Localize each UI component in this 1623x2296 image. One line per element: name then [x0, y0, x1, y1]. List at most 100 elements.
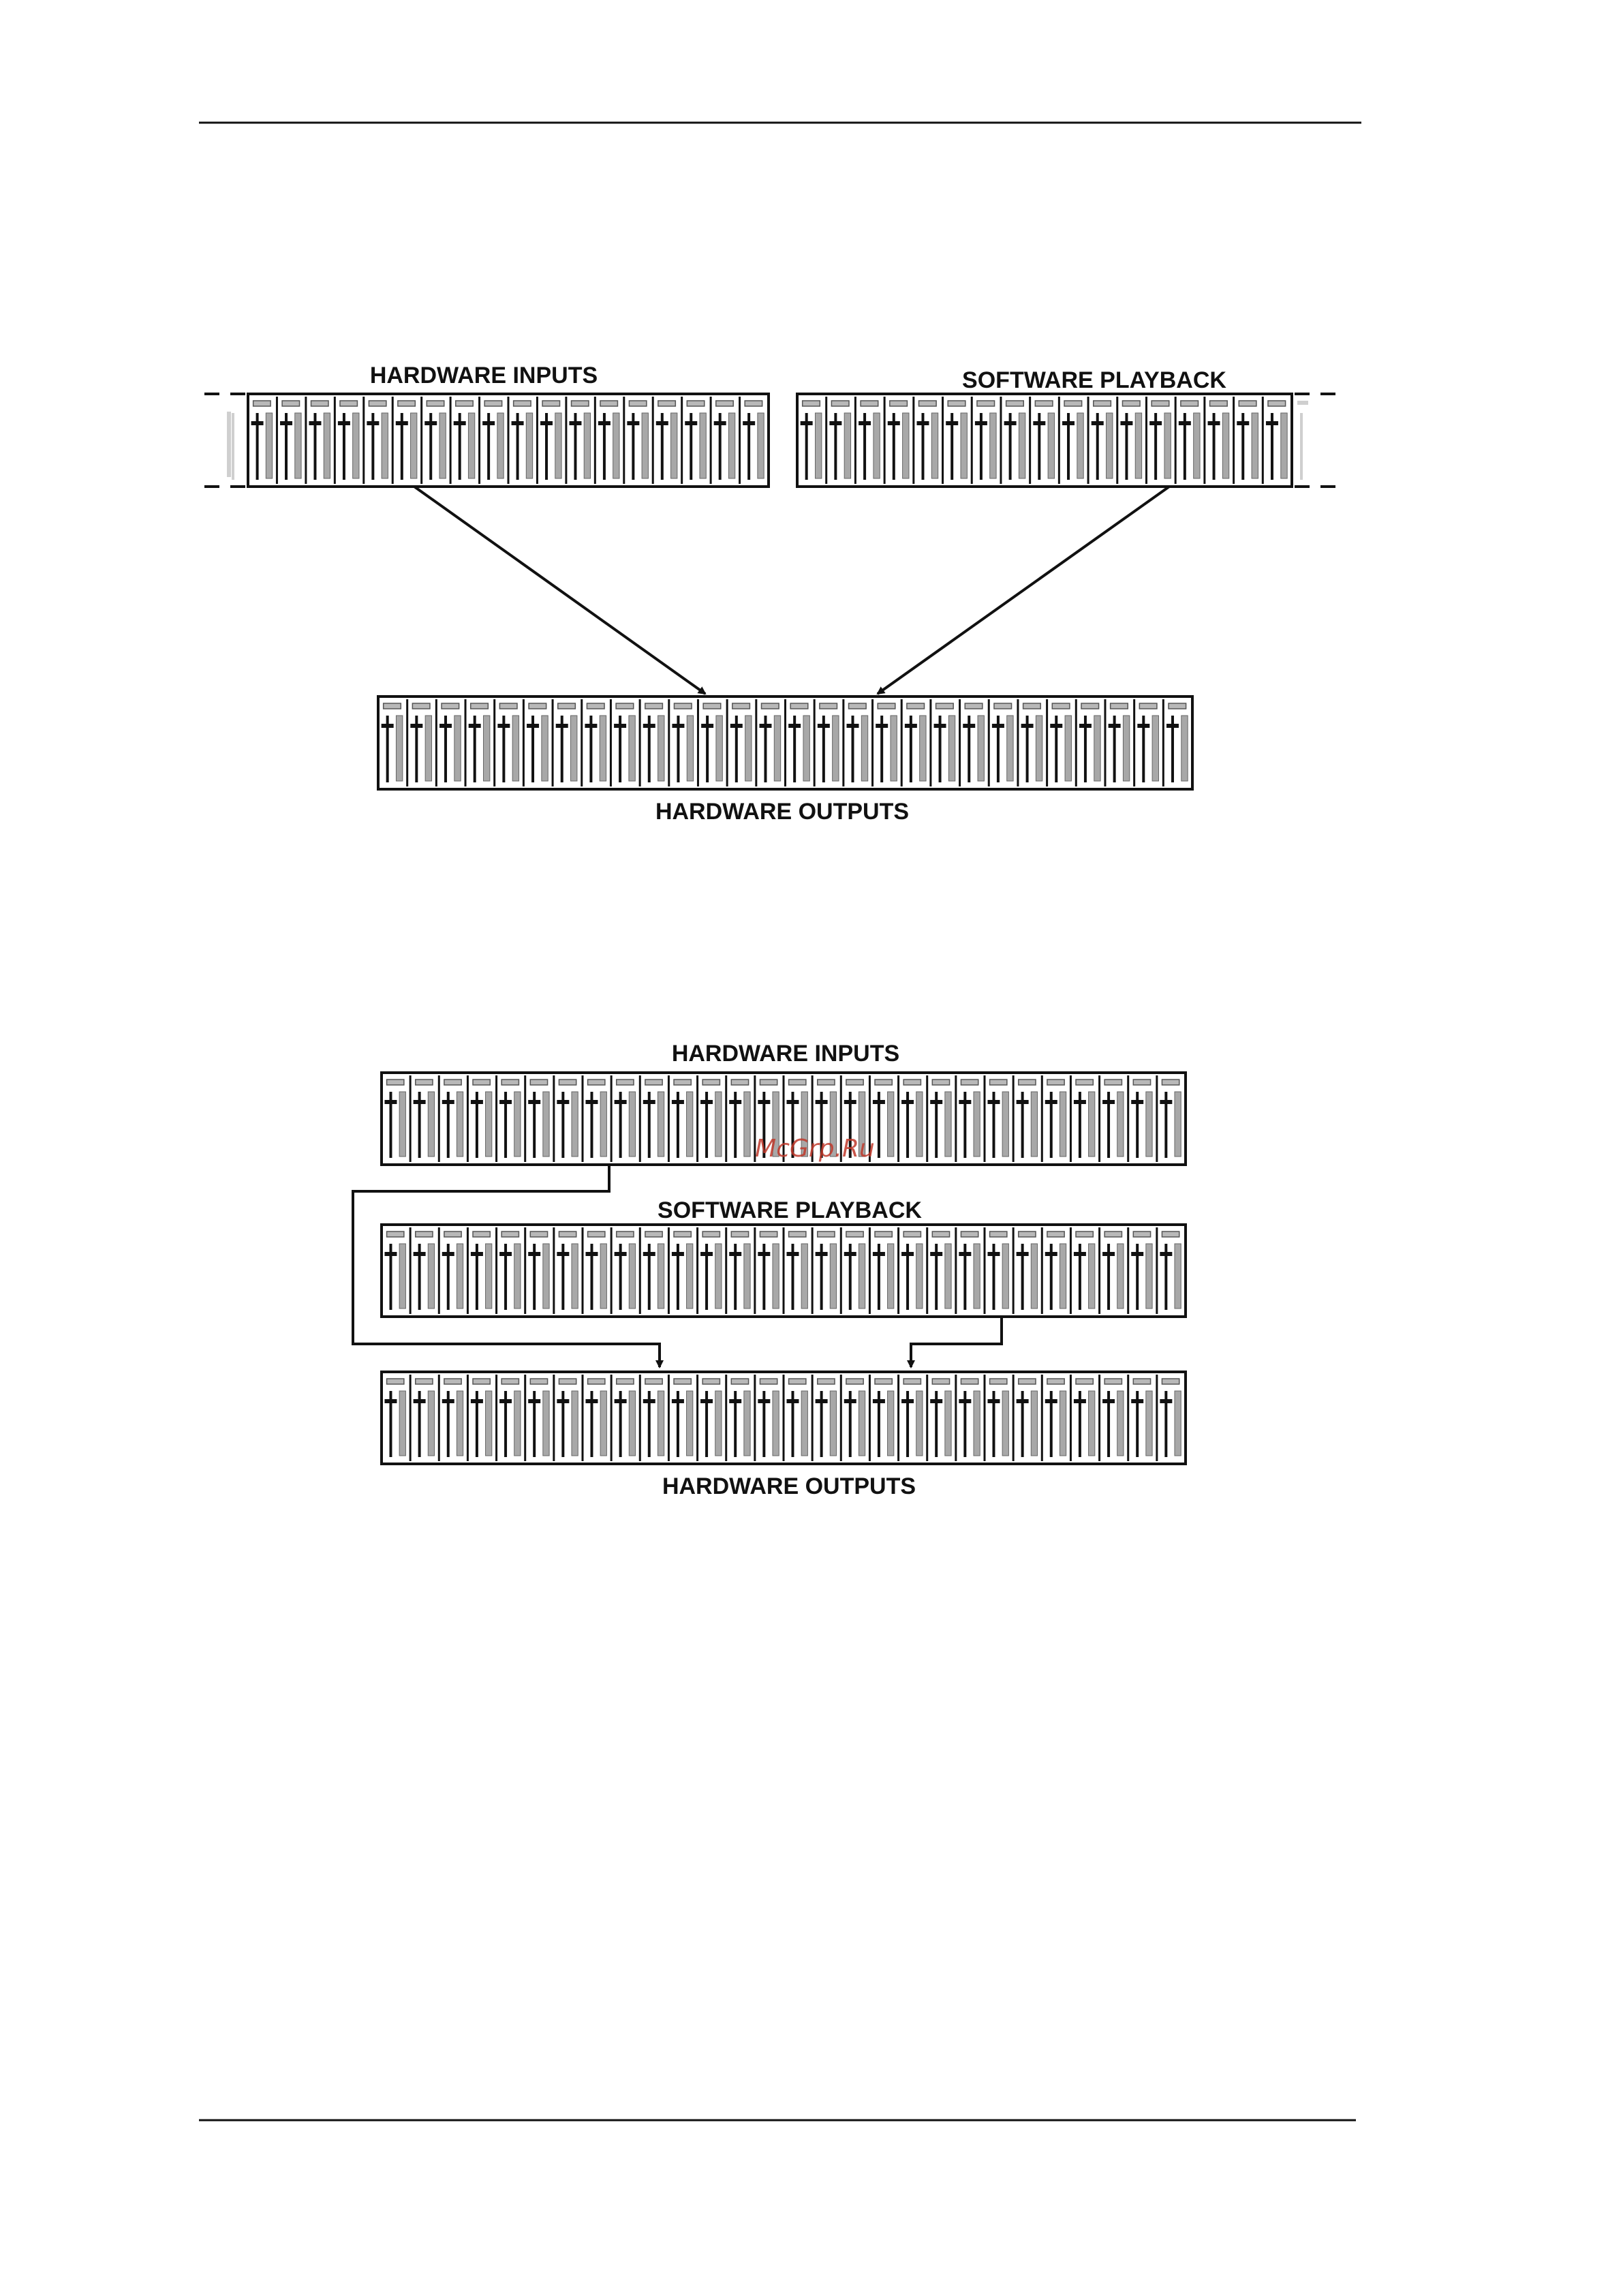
fader-knob	[384, 1252, 397, 1256]
fader-knob	[615, 1252, 627, 1256]
channel-led	[878, 703, 895, 709]
channel-led	[1104, 1231, 1122, 1237]
fader-channel	[480, 397, 504, 484]
fader-channel	[640, 699, 664, 786]
fader-channel	[1100, 1227, 1124, 1314]
fader-channel	[1117, 397, 1142, 484]
fader-channel	[841, 1375, 865, 1461]
channel-led	[716, 401, 733, 406]
channel-led	[903, 1379, 921, 1384]
channel-led	[1076, 1231, 1093, 1237]
channel-led	[936, 703, 954, 709]
fader-knob	[1045, 1100, 1057, 1104]
fader-knob	[540, 421, 553, 425]
level-meter	[700, 413, 706, 478]
level-meter	[801, 1391, 807, 1456]
channel-led	[760, 1231, 777, 1237]
channel-led	[919, 401, 937, 406]
fader-knob	[528, 1100, 540, 1104]
channel-led	[702, 1379, 720, 1384]
fader-channel	[525, 1075, 549, 1162]
level-meter	[1117, 1092, 1124, 1157]
level-meter	[1060, 1244, 1066, 1308]
routing-diagram-2: HARDWARE INPUTS SOFTWARE PLAYBACK HARDWA…	[353, 1041, 1186, 1499]
level-meter	[543, 1092, 549, 1157]
fader-channel	[844, 699, 868, 786]
fader-channel	[251, 401, 273, 480]
level-meter	[1175, 1391, 1181, 1456]
fader-channel	[841, 1227, 865, 1314]
level-meter	[1146, 1244, 1152, 1308]
channel-led	[588, 1080, 605, 1085]
fader-knob	[471, 1100, 483, 1104]
level-meter	[514, 1244, 521, 1308]
fader-knob	[959, 1252, 971, 1256]
fader-knob	[471, 1399, 483, 1403]
fader-channel	[943, 397, 968, 484]
fader-channel	[497, 1227, 521, 1314]
channel-led	[674, 703, 692, 709]
level-meter	[1048, 413, 1054, 478]
level-meter	[1164, 413, 1171, 478]
channel-led	[600, 401, 617, 406]
hardware-inputs-strip	[227, 394, 769, 487]
channel-led	[471, 703, 489, 709]
fader-channel	[956, 1375, 980, 1461]
fader-channel	[1100, 1375, 1124, 1461]
level-meter	[399, 1391, 405, 1456]
fader-channel	[306, 397, 330, 484]
level-meter	[891, 716, 897, 781]
channel-led	[1064, 401, 1082, 406]
level-meter	[1031, 1092, 1037, 1157]
fader-channel	[826, 397, 851, 484]
channel-led	[473, 1231, 490, 1237]
level-meter	[600, 1092, 606, 1157]
channel-led	[1139, 703, 1157, 709]
channel-led	[416, 1231, 433, 1237]
fader-channel	[582, 699, 606, 786]
level-meter	[888, 1092, 894, 1157]
channel-led	[948, 401, 965, 406]
channel-led	[412, 703, 430, 709]
channel-led	[1133, 1379, 1150, 1384]
channel-led	[1052, 703, 1070, 709]
fader-channel	[410, 1075, 434, 1162]
level-meter	[916, 1092, 923, 1157]
fader-knob	[946, 421, 958, 425]
fader-knob	[280, 421, 292, 425]
channel-led	[702, 1231, 720, 1237]
channel-led	[1006, 401, 1024, 406]
level-meter	[920, 716, 926, 781]
channel-led	[674, 1379, 691, 1384]
fader-knob	[1160, 1252, 1172, 1256]
level-meter	[687, 716, 693, 781]
fader-knob	[730, 724, 743, 728]
fader-channel	[554, 1375, 578, 1461]
fader-channel	[698, 1375, 722, 1461]
fader-knob	[987, 1100, 1000, 1104]
level-meter	[978, 716, 984, 781]
playback-to-output-arrow	[878, 487, 1169, 694]
fader-knob	[469, 724, 481, 728]
channel-led	[442, 703, 459, 709]
fader-channel	[814, 699, 839, 786]
channel-led	[831, 401, 849, 406]
level-meter	[600, 1244, 606, 1308]
fader-channel	[1157, 1075, 1181, 1162]
channel-led	[849, 703, 867, 709]
fader-knob	[527, 724, 539, 728]
channel-led	[530, 1080, 547, 1085]
software-playback-label: SOFTWARE PLAYBACK	[962, 367, 1226, 393]
fader-channel	[901, 699, 926, 786]
level-meter	[486, 1244, 492, 1308]
fader-knob	[816, 1399, 828, 1403]
fader-knob	[414, 1399, 426, 1403]
fader-knob	[758, 1252, 770, 1256]
fader-knob	[816, 1100, 828, 1104]
fader-knob	[414, 1252, 426, 1256]
fader-channel	[583, 1375, 606, 1461]
channel-led	[1019, 1379, 1036, 1384]
fader-channel	[611, 1375, 635, 1461]
level-meter	[512, 716, 519, 781]
channel-led	[617, 1379, 634, 1384]
